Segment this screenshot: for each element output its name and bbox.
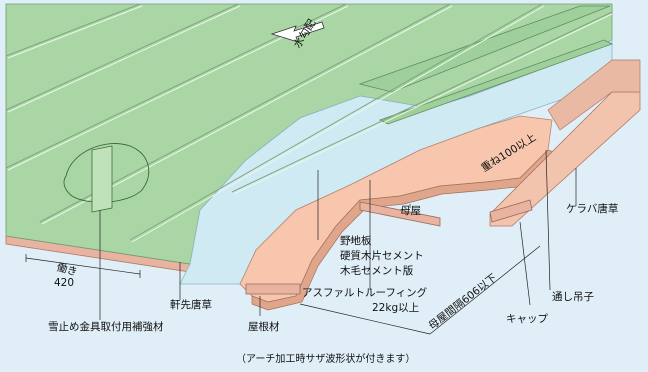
snow-stop-outline — [63, 143, 150, 203]
water-slope-arrow-icon — [270, 21, 325, 43]
yanezai-label: 屋根材 — [248, 320, 280, 333]
snow-stop-label: 雪止め金具取付用補強材 — [48, 320, 164, 333]
cap-rail — [358, 5, 611, 93]
keraba-strip-top — [547, 59, 641, 131]
snow-stop-bracket — [91, 145, 113, 213]
purlin-left — [245, 283, 301, 295]
moya-label: 母屋 — [400, 205, 421, 217]
working-width-title: 働き — [55, 260, 79, 278]
footnote: （アーチ加工時サザ波形状が付きます） — [236, 352, 415, 365]
asphalt-label-2: 22kg以上 — [372, 302, 419, 314]
purlin-right — [489, 199, 533, 223]
purlin-mid — [359, 201, 441, 227]
keraba-label: ケラバ唐草 — [566, 202, 618, 215]
nojiita-label-3: 木毛セメント版 — [340, 264, 414, 277]
cap-rail-lower — [378, 39, 614, 125]
purlin-spacing-label: 母屋間隔606以下 — [426, 272, 499, 333]
asphalt-label-1: アスファルトルーフィング — [302, 286, 428, 299]
cap-label: キャップ — [506, 313, 548, 325]
nojiita-label-2: 硬質木片セメント — [340, 249, 424, 262]
leader-lines — [25, 149, 577, 335]
toshi-tsuriko-label: 通し吊子 — [552, 291, 594, 303]
nokisaki-label: 軒先唐草 — [170, 298, 212, 311]
working-width-value: 420 — [54, 277, 74, 289]
nojiita-label-1: 野地板 — [340, 234, 372, 247]
